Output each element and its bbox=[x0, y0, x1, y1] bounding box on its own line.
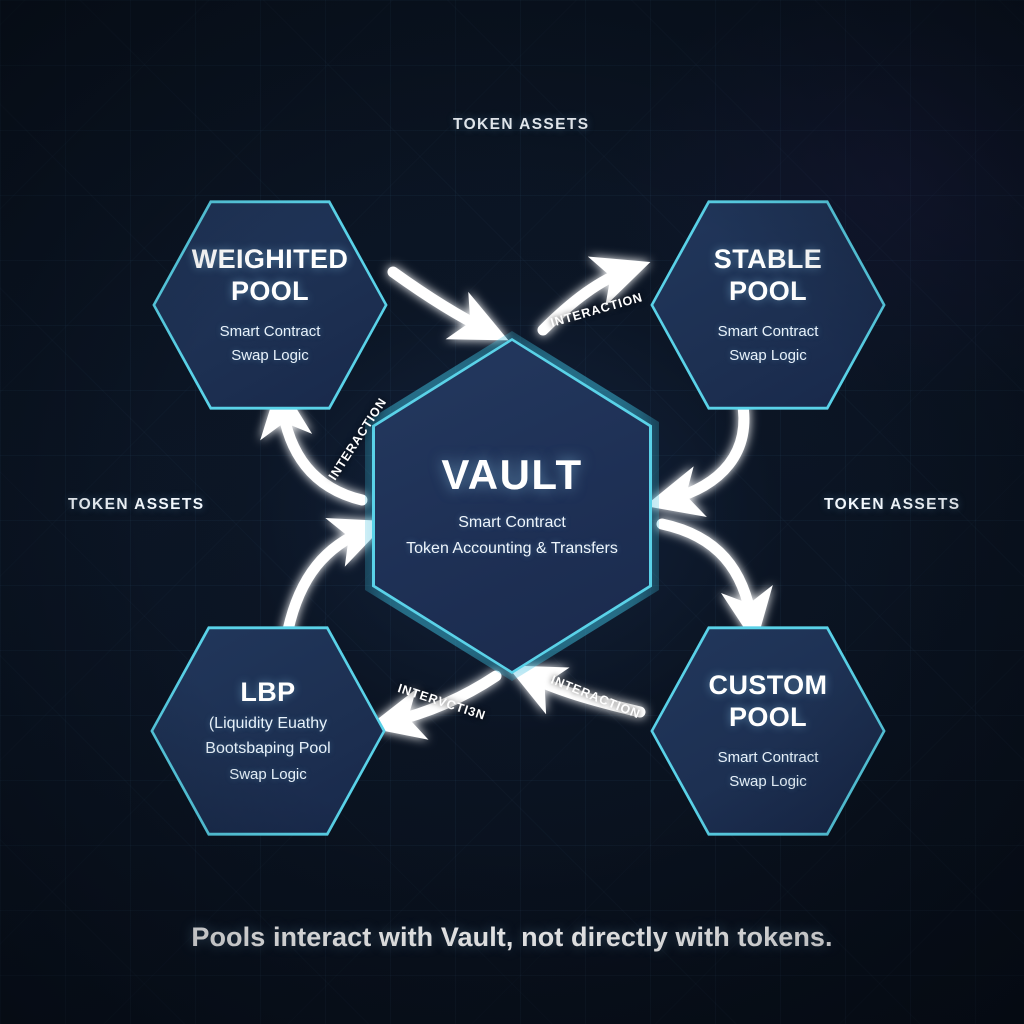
weighted-pool-title-line1: WEIGHITED bbox=[191, 244, 349, 275]
node-stable-pool[interactable]: STABLE POOL Smart Contract Swap Logic bbox=[650, 200, 885, 409]
arrow-weighted-to-vault bbox=[387, 266, 509, 341]
node-weighted-pool[interactable]: WEIGHITED POOL Smart Contract Swap Logic bbox=[152, 200, 387, 409]
custom-pool-sub1: Smart Contract bbox=[717, 748, 819, 766]
lbp-pool-title-line2: (Liquidity Euathy bbox=[208, 714, 328, 732]
arrow-vault-to-custom bbox=[656, 518, 773, 646]
stable-pool-sub2: Swap Logic bbox=[729, 346, 807, 364]
custom-pool-title-line1: CUSTOM bbox=[708, 670, 828, 701]
lbp-pool-sub2: Swap Logic bbox=[229, 765, 307, 783]
vault-subtitle-line2: Token Accounting & Transfers bbox=[406, 540, 618, 557]
custom-pool-title-line2: POOL bbox=[728, 701, 808, 732]
node-lbp-pool[interactable]: LBP (Liquidity Euathy Bootsbaping Pool S… bbox=[150, 626, 385, 835]
node-vault[interactable]: VAULT Smart Contract Token Accounting & … bbox=[365, 331, 659, 681]
lbp-pool-sub1: Bootsbaping Pool bbox=[205, 740, 331, 758]
token-assets-left-label: TOKEN ASSETS bbox=[68, 496, 205, 513]
weighted-pool-sub2: Swap Logic bbox=[231, 346, 309, 364]
token-assets-top-label: TOKEN ASSETS bbox=[453, 116, 590, 133]
interaction-label-bottom-left: INTERVCTI3N bbox=[396, 681, 488, 723]
weighted-pool-sub1: Smart Contract bbox=[219, 322, 321, 340]
token-assets-right-label: TOKEN ASSETS bbox=[824, 496, 961, 513]
stable-pool-title-line2: POOL bbox=[728, 275, 808, 306]
lbp-pool-title-line1: LBP bbox=[240, 677, 296, 708]
vault-title: VAULT bbox=[441, 451, 583, 498]
arrow-lbp-to-vault bbox=[282, 518, 389, 636]
weighted-pool-title-line2: POOL bbox=[230, 275, 310, 306]
diagram-caption: Pools interact with Vault, not directly … bbox=[191, 922, 833, 952]
interaction-label-bottom-right: INTERACTION bbox=[548, 672, 643, 722]
node-custom-pool[interactable]: CUSTOM POOL Smart Contract Swap Logic bbox=[650, 626, 885, 835]
stable-pool-title-line1: STABLE bbox=[713, 244, 823, 275]
stable-pool-sub1: Smart Contract bbox=[717, 322, 819, 340]
vault-subtitle-line1: Smart Contract bbox=[458, 514, 566, 531]
custom-pool-sub2: Swap Logic bbox=[729, 772, 807, 790]
interaction-label-top-right: INTERACTION bbox=[548, 290, 645, 330]
arrow-stable-to-vault bbox=[644, 394, 750, 517]
